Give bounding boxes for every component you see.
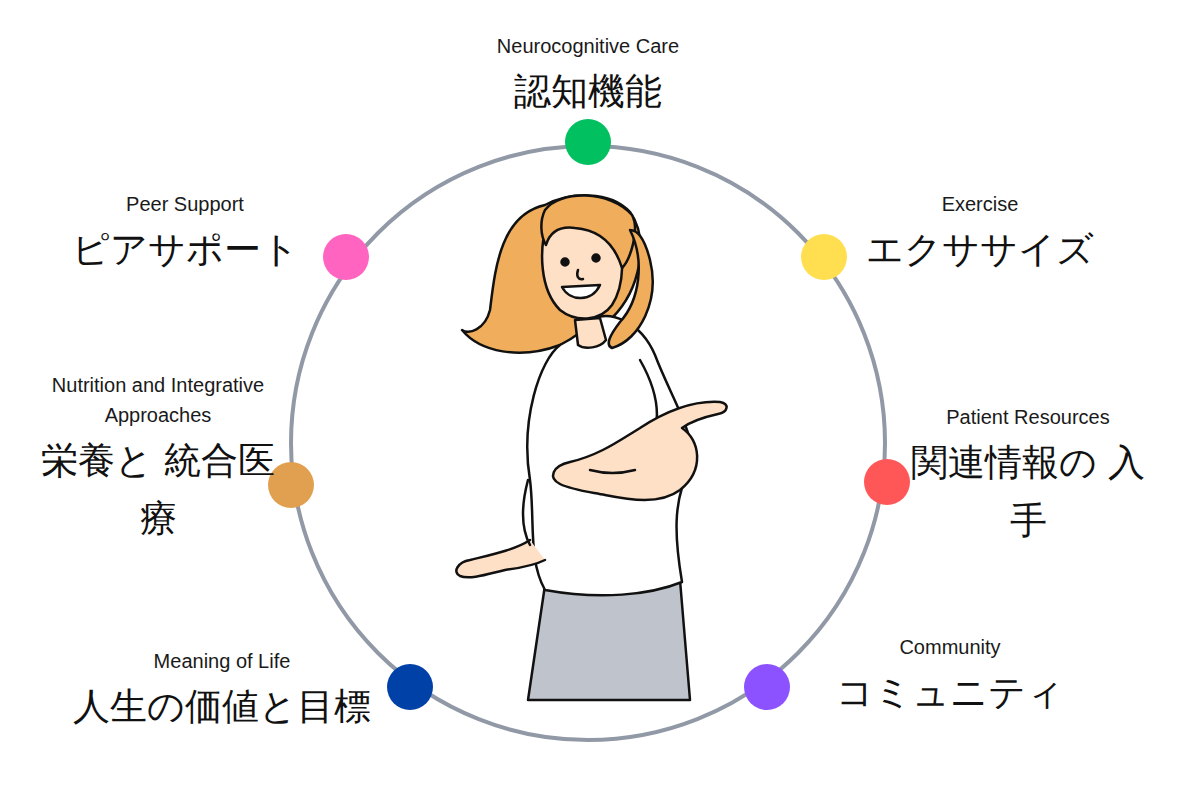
japanese-label: エクササイズ [800, 221, 1160, 279]
japanese-label: 栄養と 統合医療 [38, 432, 278, 548]
peer-support-node: Peer Supportピアサポート [5, 189, 365, 279]
english-label: Nutrition and Integrative Approaches [38, 370, 278, 430]
dots [268, 119, 910, 710]
english-label: Community [770, 632, 1130, 662]
english-label: Neurocognitive Care [378, 31, 798, 61]
japanese-label: 認知機能 [378, 63, 798, 121]
resources-node: Patient Resources関連情報の 入手 [908, 402, 1148, 550]
japanese-label: 人生の価値と目標 [22, 678, 422, 736]
green-dot [565, 119, 611, 165]
japanese-label: ピアサポート [5, 221, 365, 279]
community-node: Communityコミュニティ [770, 632, 1130, 722]
japanese-label: 関連情報の 入手 [908, 434, 1148, 550]
ring [291, 146, 885, 740]
blue-dot [387, 664, 433, 710]
english-label: Exercise [800, 189, 1160, 219]
pink-dot [323, 234, 369, 280]
english-label: Patient Resources [908, 402, 1148, 432]
english-label: Meaning of Life [22, 646, 422, 676]
exercise-node: Exerciseエクササイズ [800, 189, 1160, 279]
yellow-dot [801, 234, 847, 280]
purple-dot [744, 664, 790, 710]
red-dot [864, 459, 910, 505]
japanese-label: コミュニティ [770, 664, 1130, 722]
english-label: Peer Support [5, 189, 365, 219]
nutrition-node: Nutrition and Integrative Approaches栄養と … [38, 370, 278, 548]
meaning-node: Meaning of Life人生の価値と目標 [22, 646, 422, 736]
neurocognitive-node: Neurocognitive Care認知機能 [378, 31, 798, 121]
woman-figure [456, 195, 726, 700]
